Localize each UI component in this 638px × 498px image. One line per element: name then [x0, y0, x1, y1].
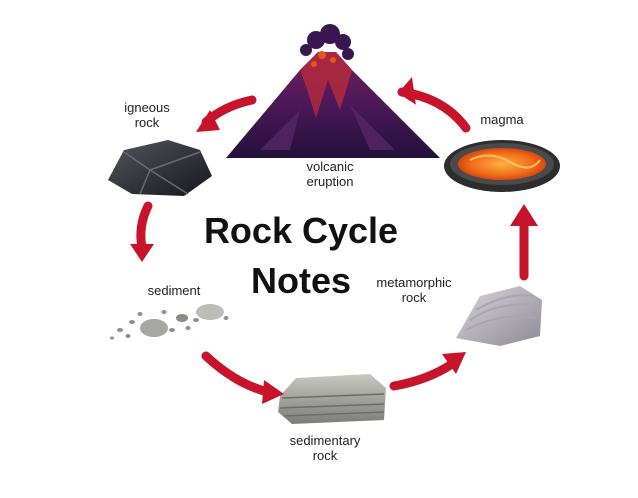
sediment-icon — [110, 304, 229, 340]
arrow-magma-to-volcano — [397, 77, 471, 133]
label-metamorphic-rock: metamorphic rock — [364, 275, 464, 305]
igneous-rock-icon — [108, 140, 212, 196]
arrow-volcano-to-igneous — [196, 95, 257, 132]
metamorphic-rock-line2: rock — [401, 290, 427, 305]
label-sediment: sediment — [134, 283, 214, 298]
arrow-metamorphic-to-magma — [510, 204, 538, 281]
sedimentary-rock-icon — [278, 374, 386, 424]
volcanic-eruption-line2: eruption — [306, 174, 354, 189]
volcano-icon — [226, 24, 440, 158]
label-volcanic-eruption: volcanic eruption — [290, 159, 370, 189]
arrow-sediment-to-sedimentary — [201, 351, 284, 404]
sedimentary-rock-line2: rock — [312, 448, 338, 463]
igneous-rock-line1: igneous — [124, 100, 170, 115]
label-magma: magma — [472, 112, 532, 127]
arrow-igneous-to-sediment — [130, 201, 154, 262]
sediment-line1: sediment — [147, 283, 201, 298]
magma-icon — [444, 140, 560, 192]
label-igneous-rock: igneous rock — [112, 100, 182, 130]
magma-line1: magma — [480, 112, 524, 127]
metamorphic-rock-icon — [456, 286, 542, 346]
sedimentary-rock-line1: sedimentary — [289, 433, 361, 448]
label-sedimentary-rock: sedimentary rock — [270, 433, 380, 463]
igneous-rock-line2: rock — [134, 115, 160, 130]
metamorphic-rock-line1: metamorphic — [376, 275, 452, 290]
arrow-sedimentary-to-metamorphic — [389, 352, 466, 391]
page-title-line2: Notes — [250, 260, 352, 301]
page-title-line1: Rock Cycle — [203, 210, 399, 251]
volcanic-eruption-line1: volcanic — [306, 159, 354, 174]
